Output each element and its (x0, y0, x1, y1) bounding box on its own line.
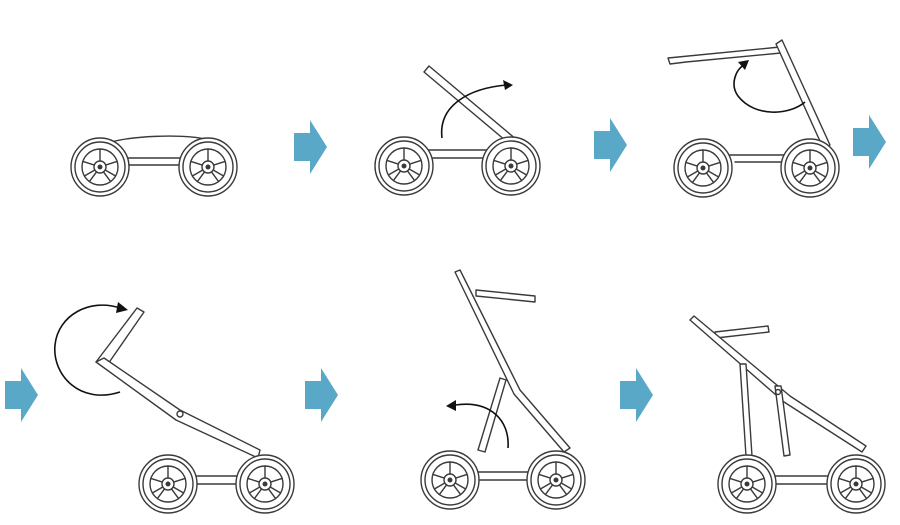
step-arrow-6 (620, 368, 653, 422)
rear-wheel (780, 138, 840, 198)
step-3-hood-bar (667, 39, 840, 198)
arrowhead (503, 80, 513, 90)
handle-frame (689, 315, 867, 453)
rotation-arrow (733, 63, 806, 113)
arrowhead (446, 400, 456, 411)
rear-leg (774, 385, 791, 457)
step-arrow-1 (294, 120, 327, 174)
rotation-arrow (440, 84, 508, 139)
step-4-rotate-handle (54, 302, 295, 514)
step-arrow-2 (594, 118, 627, 172)
rear-wheel (481, 136, 541, 196)
hood-bar (475, 289, 536, 303)
step-arrow-4 (5, 368, 38, 422)
front-wheel (70, 137, 130, 197)
step-arrow-3 (853, 115, 886, 169)
rear-leg (477, 377, 507, 453)
handle-top (95, 307, 145, 365)
step-5-rear-leg (420, 269, 586, 510)
rotation-arrow (454, 403, 509, 449)
handle-frame (454, 269, 571, 453)
rear-wheel (826, 454, 886, 514)
base-frame (469, 471, 536, 481)
step-6-unfolded (689, 315, 886, 514)
step-arrow-5 (305, 368, 338, 422)
step-2-lift-handle (374, 65, 541, 196)
front-wheel (673, 138, 733, 198)
front-wheel (420, 450, 480, 510)
front-leg (739, 363, 753, 457)
front-wheel (374, 136, 434, 196)
base-frame (764, 475, 831, 485)
rear-wheel (526, 450, 586, 510)
handle-bar (775, 39, 831, 151)
step-1-folded (70, 135, 238, 197)
rear-wheel (235, 454, 295, 514)
main-frame (95, 357, 261, 459)
hood-bar (714, 325, 770, 339)
hood-bar (667, 46, 782, 65)
rotation-arrow (54, 304, 121, 396)
handle-bar (423, 65, 518, 147)
arrowhead (116, 302, 128, 313)
front-wheel (138, 454, 198, 514)
arrowhead (738, 60, 749, 70)
front-wheel (717, 454, 777, 514)
rear-wheel (178, 137, 238, 197)
